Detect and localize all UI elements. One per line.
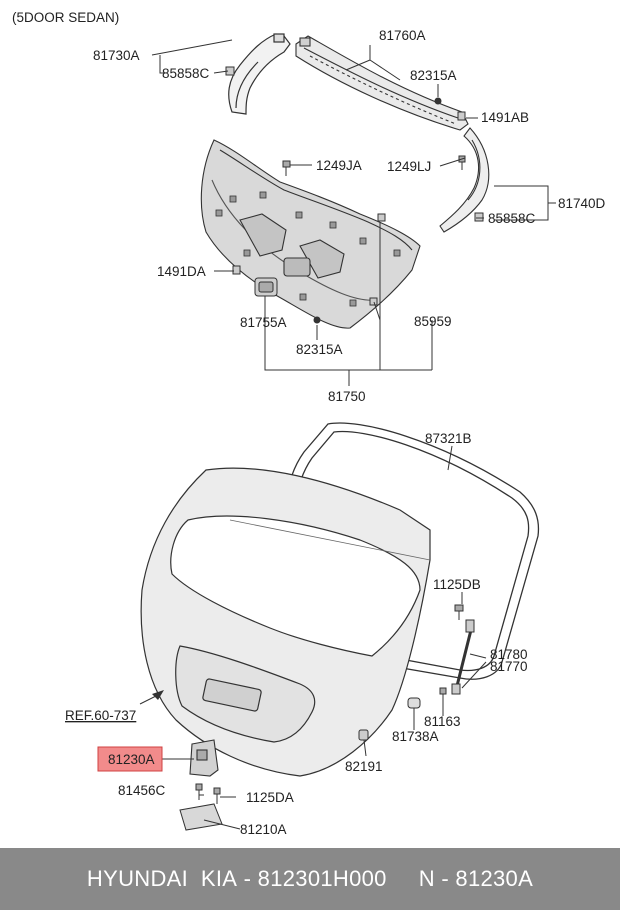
leader-lines [139,39,556,830]
label-87321B: 87321B [425,431,472,446]
label-81738A: 81738A [392,729,439,744]
label-81780: 81780 [490,647,528,662]
part-labels: (5DOOR SEDAN) 81730A 85858C 81760A 82315… [12,10,606,837]
label-81760A: 81760A [379,28,426,43]
variant-label: (5DOOR SEDAN) [12,10,119,25]
label-81755A: 81755A [240,315,287,330]
clip-82315A-bottom [313,316,321,324]
label-1249JA: 1249JA [316,158,362,173]
label-1125DA: 1125DA [246,790,294,805]
label-1491DA: 1491DA [157,264,206,279]
label-82315A-top: 82315A [410,68,457,83]
footer-separator-2: - [434,866,456,891]
footer-part-number: 812301H000 [257,866,387,891]
screw-81456C [195,783,203,800]
footer-brand: HYUNDAI KIA [86,866,238,891]
highlight-81230A-box [97,746,163,772]
label-1125DB: 1125DB [433,577,481,592]
arrow-ref [152,690,164,700]
gas-lifter-81770 [451,619,475,695]
clip-82315A-top [434,97,442,105]
bumper-81738A [407,697,421,709]
footer-ref-code: 81230A [455,866,534,891]
tailgate-outer-panel-drawing [140,467,431,777]
clip-1491DA [232,265,241,275]
latch-81230A-drawing [189,739,219,777]
exploded-parts-diagram: (5DOOR SEDAN) 81730A 85858C 81760A 82315… [12,10,606,837]
label-82315A-bottom: 82315A [296,342,343,357]
label-81770: 81770 [490,659,528,674]
label-81456C: 81456C [118,783,166,798]
footer-separator-1: - [237,866,258,891]
footer-gap [387,866,419,892]
screw-1249JA [282,160,291,176]
clip-85858C-right [474,212,484,222]
clip-85959 [369,213,386,306]
bolt-1125DA [213,787,221,804]
side-trim-right-drawing [439,127,490,233]
label-85858C-right: 85858C [488,211,536,226]
actuator-81210A [179,803,223,831]
bolt-1125DB [454,604,464,620]
label-81210A: 81210A [240,822,287,837]
label-81750: 81750 [328,389,366,404]
label-81230A: 81230A [108,752,155,767]
part-number-footer: HYUNDAI KIA - 812301H000 N - 81230A [0,848,620,910]
upper-garnish-drawing [295,35,469,131]
label-1249LJ: 1249LJ [387,159,431,174]
side-trim-left-drawing [228,33,291,115]
label-85858C-left: 85858C [162,66,210,81]
footer-n-prefix: N [418,866,435,891]
label-82191: 82191 [345,759,383,774]
bolt-81163 [439,687,447,704]
label-81740D: 81740D [558,196,606,211]
clip-1491AB [457,111,466,121]
stopper-82191 [358,729,369,741]
label-ref-60-737: REF.60-737 [65,708,136,723]
label-81730A: 81730A [93,48,140,63]
label-85959: 85959 [414,314,452,329]
handle-81755A [254,277,278,297]
label-81163: 81163 [424,714,461,729]
label-1491AB: 1491AB [481,110,529,125]
